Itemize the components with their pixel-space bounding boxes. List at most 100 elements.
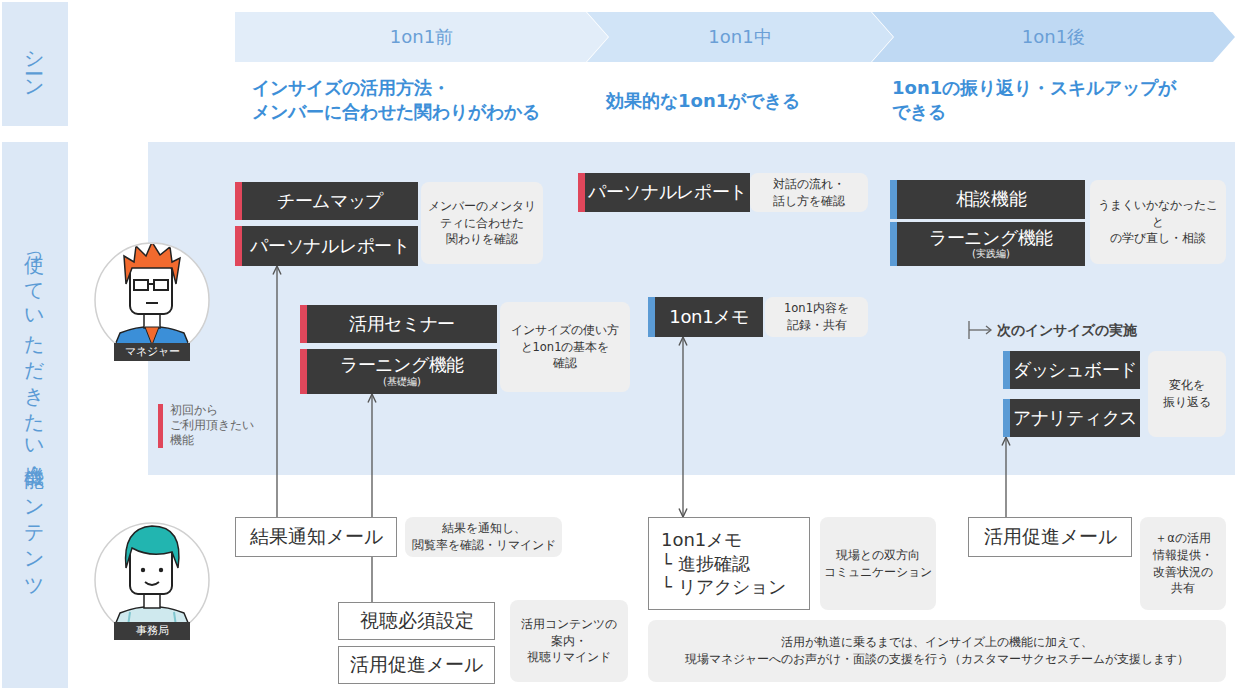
bracket-arrowhead: [986, 326, 991, 334]
role-pill: 事務局: [114, 622, 190, 640]
glasses-bridge: [148, 283, 154, 285]
note-text: 1on1内容を 記録・共有: [768, 300, 865, 333]
note-text: 活用が軌道に乗るまでは、インサイズ上の機能に加えて、 現場マネジャーへのお声がけ…: [651, 634, 1223, 667]
dark-text: (基礎編): [383, 376, 421, 388]
box-text: 視聴必須設定: [360, 608, 474, 634]
dark-text: 活用セミナー: [349, 314, 455, 335]
dark-text: ラーニング機能: [340, 355, 464, 376]
dark-text: 1on1メモ: [669, 307, 749, 328]
mouth: [146, 302, 158, 304]
note-text: 活用コンテンツの 案内・ 視聴リマインド: [513, 616, 625, 666]
memo-text: └ リアクション: [661, 575, 786, 598]
chev-text: 1on1中: [708, 25, 771, 49]
dark-text: パーソナルレポート: [588, 182, 747, 203]
feature-box: ダッシュボード: [1003, 351, 1140, 389]
avatar-circle: [95, 243, 209, 357]
legend-text: 初回から ご利用頂きたい 機能: [170, 403, 270, 448]
feature-band: 使っていただきたい機能・コンテンツ: [2, 142, 68, 688]
connector-arrow: [276, 266, 277, 517]
chev-text: 1on1前: [390, 25, 453, 49]
action-box: 活用促進メール: [968, 517, 1132, 557]
step-label: 次のインサイズの実施: [997, 321, 1167, 339]
note-box: インサイズの使い方 と1on1の基本を 確認: [500, 302, 630, 392]
box-text: 活用促進メール: [350, 652, 483, 678]
chevron-fill: [235, 12, 608, 62]
dark-text: 相談機能: [956, 189, 1027, 210]
chevron-fill: [872, 12, 1235, 62]
admin-illustration: [108, 526, 196, 642]
note-box: ＋αの活用 情報提供・ 改善状況の 共有: [1140, 517, 1226, 610]
manager-illustration: [108, 242, 196, 362]
note-box: 対話の流れ・ 話し方を確認: [750, 173, 868, 212]
box-text: 結果通知メール: [250, 524, 383, 550]
note-text: メンバーのメンタリ ティに合わせた 関わりを確認: [424, 198, 540, 248]
dark-text: チームマップ: [277, 191, 383, 212]
glasses: [154, 280, 168, 290]
manager-panel: [148, 142, 1235, 475]
band-text: 使っていただきたい機能・コンテンツ: [22, 240, 49, 590]
action-box: 結果通知メール: [235, 517, 397, 557]
support-note: 活用が軌道に乗るまでは、インサイズ上の機能に加えて、 現場マネジャーへのお声がけ…: [648, 620, 1226, 682]
feature-box: ラーニング機能(基礎編): [300, 349, 497, 394]
role-pill: マネジャー: [114, 343, 190, 361]
note-text: 現場との双方向 コミュニケーション: [823, 547, 933, 580]
dark-text: アナリティクス: [1013, 408, 1137, 429]
shirt: [108, 327, 196, 363]
glasses: [134, 280, 148, 290]
note-text: ＋αの活用 情報提供・ 改善状況の 共有: [1143, 530, 1223, 597]
pill-text: マネジャー: [125, 345, 180, 359]
phase-chevron: 1on1後: [872, 12, 1235, 62]
connector-arrow: [682, 337, 683, 517]
shirt: [108, 607, 196, 643]
feature-box: 活用セミナー: [300, 305, 497, 343]
feature-box: ラーニング機能(実践編): [890, 222, 1085, 266]
dark-text: ラーニング機能: [929, 228, 1053, 249]
note-box: 変化を 振り返る: [1148, 351, 1226, 437]
note-text: うまくいかなかったこと の学び直し・相談: [1093, 197, 1223, 247]
connector-arrow: [1005, 437, 1006, 517]
face: [130, 262, 172, 314]
feature-box: 相談機能: [890, 180, 1085, 219]
pill-text: 事務局: [136, 624, 169, 638]
action-box: 視聴必須設定: [338, 602, 495, 640]
note-box: 活用コンテンツの 案内・ 視聴リマインド: [510, 600, 628, 682]
hair: [124, 242, 180, 284]
phase-chevron: 1on1前: [235, 12, 608, 62]
box-text: 活用促進メール: [984, 524, 1117, 550]
feature-box: パーソナルレポート: [235, 226, 418, 266]
phase-heading: インサイズの活用方法・ メンバーに合わせた関わりがわかる: [252, 76, 592, 125]
legend-swatch: [158, 404, 163, 448]
connector-arrow: [371, 394, 372, 602]
phase-heading: 効果的な1on1ができる: [606, 89, 886, 113]
note-box: うまくいかなかったこと の学び直し・相談: [1090, 180, 1226, 264]
feature-box: アナリティクス: [1003, 399, 1140, 437]
band-text: シーン: [22, 37, 49, 92]
memo-text: 1on1メモ: [661, 528, 742, 551]
note-text: 変化を 振り返る: [1151, 377, 1223, 410]
hair: [126, 526, 179, 568]
feature-box: チームマップ: [235, 182, 418, 220]
note-text: 対話の流れ・ 話し方を確認: [753, 176, 865, 209]
note-box: 現場との双方向 コミュニケーション: [820, 517, 936, 610]
chevron-fill: [587, 12, 893, 62]
dark-text: ダッシュボード: [1013, 360, 1137, 381]
phase-heading: 1on1の振り返り・スキルアップが できる: [892, 76, 1222, 125]
note-box: 結果を通知し、 閲覧率を確認・リマインド: [405, 517, 562, 557]
eye: [159, 568, 163, 572]
mouth: [145, 582, 159, 585]
dark-text: パーソナルレポート: [250, 236, 409, 257]
chev-text: 1on1後: [1022, 25, 1085, 49]
feature-box: パーソナルレポート: [578, 173, 750, 212]
note-box: 1on1内容を 記録・共有: [765, 297, 868, 337]
note-box: メンバーのメンタリ ティに合わせた 関わりを確認: [421, 182, 543, 264]
memo-box: 1on1メモ└ 進捗確認└ リアクション: [648, 517, 810, 610]
action-box: 活用促進メール: [338, 646, 495, 684]
note-text: 結果を通知し、 閲覧率を確認・リマインド: [408, 520, 559, 553]
phase-chevron: 1on1中: [587, 12, 893, 62]
dark-text: (実践編): [972, 248, 1010, 260]
memo-text: └ 進捗確認: [661, 552, 750, 575]
feature-box: 1on1メモ: [648, 297, 763, 337]
scene-band: シーン: [2, 2, 68, 126]
bracket-arrow: [969, 329, 991, 330]
eye: [141, 568, 145, 572]
